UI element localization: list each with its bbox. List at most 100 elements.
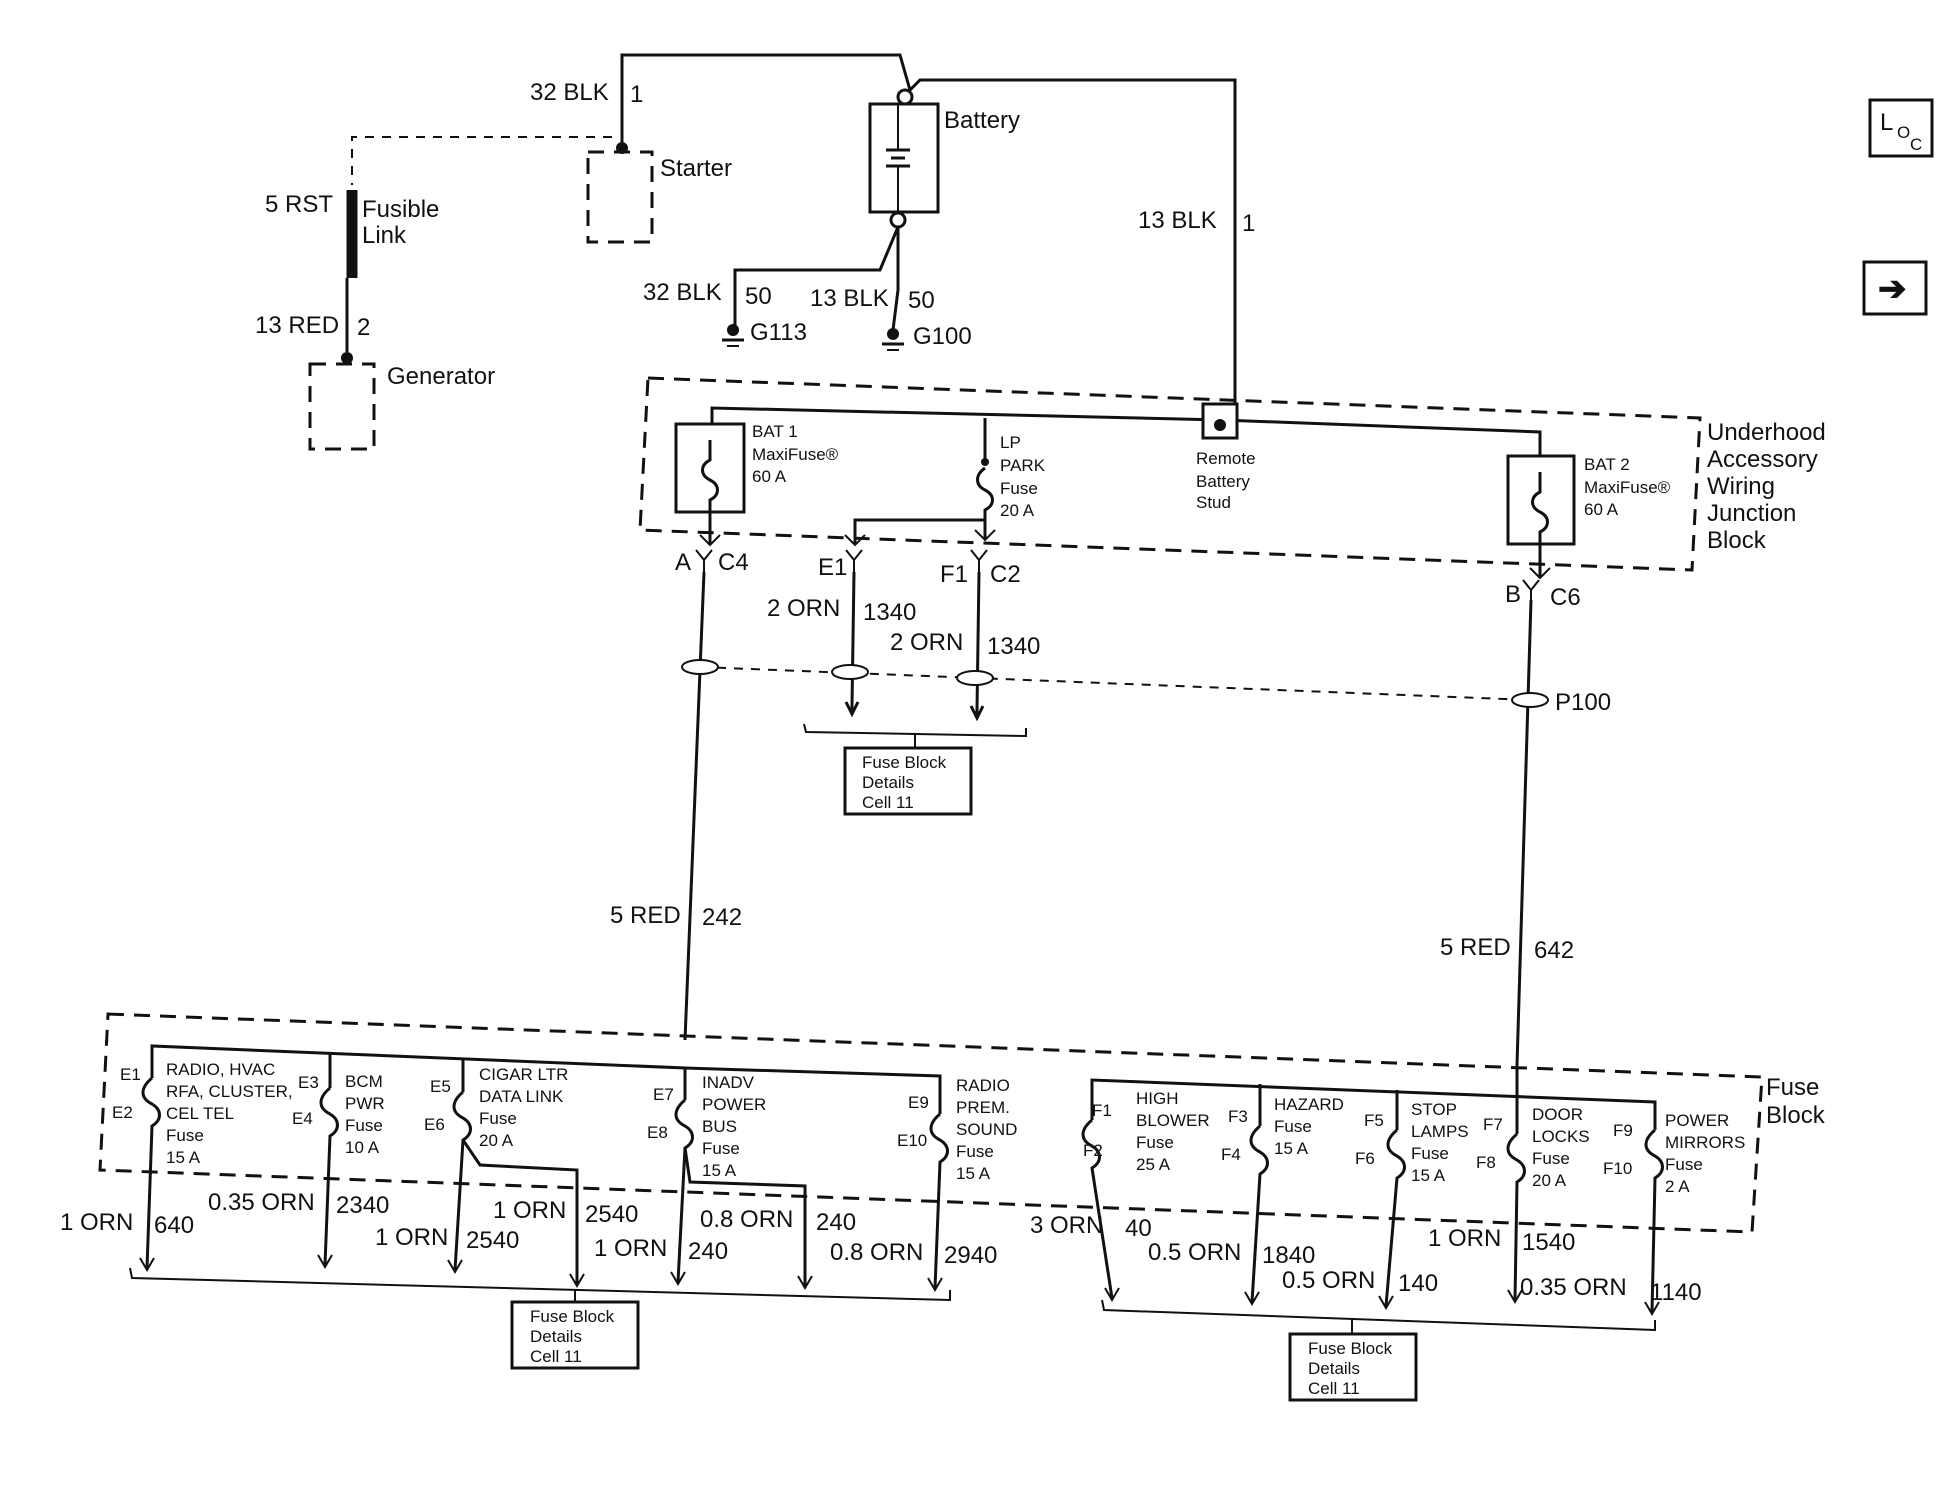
- svg-text:15 A: 15 A: [702, 1161, 737, 1180]
- g113-label: G113: [750, 319, 807, 346]
- bat1-maxifuse-box: [674, 422, 746, 514]
- underhood-title-4: Junction: [1707, 500, 1796, 527]
- circuit-1340-b-label: 1340: [987, 633, 1040, 660]
- arrow-right-icon: ➔: [1878, 270, 1907, 308]
- svg-text:F5: F5: [1364, 1111, 1384, 1130]
- svg-text:E2: E2: [112, 1103, 133, 1122]
- svg-text:INADV: INADV: [702, 1073, 755, 1092]
- bat2-label-3: 60 A: [1584, 500, 1619, 519]
- wire-13red-label: 13 RED: [255, 312, 339, 339]
- fuse-block-outline: [98, 1012, 1764, 1234]
- svg-text:POWER: POWER: [702, 1095, 766, 1114]
- ground-g113-icon: [722, 324, 744, 347]
- fuse-cigar-ltr: E5 E6 CIGAR LTR DATA LINK Fuse 20 A: [424, 1065, 568, 1150]
- svg-text:E6: E6: [424, 1115, 445, 1134]
- details-left-line-1: Fuse Block: [530, 1307, 615, 1326]
- svg-text:E9: E9: [908, 1093, 929, 1112]
- underhood-title-3: Wiring: [1707, 473, 1775, 500]
- svg-text:LOCKS: LOCKS: [1532, 1127, 1590, 1146]
- fuse-radio-prem-sound: E9 E10 RADIO PREM. SOUND Fuse 15 A: [897, 1076, 1017, 1183]
- fusible-link-label-1: Fusible: [362, 196, 439, 223]
- underhood-title-5: Block: [1707, 527, 1767, 554]
- generator-box: [308, 362, 376, 451]
- svg-text:RADIO, HVAC: RADIO, HVAC: [166, 1060, 275, 1079]
- battery-positive-wire: [620, 53, 1237, 420]
- connector-c2-label: C2: [990, 561, 1021, 588]
- svg-text:3 ORN: 3 ORN: [1030, 1212, 1103, 1239]
- generator-label: Generator: [387, 363, 495, 390]
- svg-text:E1: E1: [120, 1065, 141, 1084]
- details-top-line-3: Cell 11: [862, 793, 914, 812]
- svg-text:F1: F1: [1092, 1101, 1112, 1120]
- fuse-bcm-pwr: E3 E4 BCM PWR Fuse 10 A: [292, 1072, 385, 1157]
- svg-text:RFA, CLUSTER,: RFA, CLUSTER,: [166, 1082, 293, 1101]
- fuse-block-bus-right: [1090, 1078, 1657, 1130]
- svg-text:F4: F4: [1221, 1145, 1241, 1164]
- svg-text:Fuse: Fuse: [479, 1109, 517, 1128]
- starter-dashed-link: [351, 136, 612, 185]
- underhood-title-2: Accessory: [1707, 446, 1818, 473]
- wire-arrowheads: [139, 1254, 1660, 1316]
- svg-text:15 A: 15 A: [166, 1148, 201, 1167]
- svg-text:Fuse: Fuse: [702, 1139, 740, 1158]
- g100-pin-50-label: 50: [908, 287, 935, 314]
- circuit-242-label: 242: [702, 904, 742, 931]
- p100-dashed-line: [699, 666, 1531, 701]
- svg-text:0.5 ORN: 0.5 ORN: [1282, 1267, 1375, 1294]
- details-left-line-3: Cell 11: [530, 1347, 582, 1366]
- next-page-button[interactable]: ➔: [1862, 260, 1928, 316]
- bat1-label-2: MaxiFuse®: [752, 445, 839, 464]
- battery-negative-terminal: [889, 211, 907, 229]
- ground-g100-icon: [882, 328, 904, 351]
- svg-text:40: 40: [1125, 1215, 1152, 1242]
- svg-text:2340: 2340: [336, 1192, 389, 1219]
- connector-e1-label: E1: [818, 554, 847, 581]
- lp-park-fuse-symbol: [976, 466, 994, 540]
- wire-32blk-starter-label: 32 BLK: [530, 79, 609, 106]
- svg-text:E10: E10: [897, 1131, 927, 1150]
- connector-b-label: B: [1505, 581, 1521, 608]
- svg-text:CIGAR LTR: CIGAR LTR: [479, 1065, 568, 1084]
- details-right-line-3: Cell 11: [1308, 1379, 1360, 1398]
- svg-text:0.8 ORN: 0.8 ORN: [700, 1206, 793, 1233]
- fusible-link-label-2: Link: [362, 222, 407, 249]
- fuse-block-details-box-top: [843, 746, 973, 816]
- svg-text:F7: F7: [1483, 1115, 1503, 1134]
- svg-text:PWR: PWR: [345, 1094, 385, 1113]
- location-button-letter-o: O: [1897, 123, 1910, 142]
- svg-text:20 A: 20 A: [479, 1131, 514, 1150]
- details-right-line-2: Details: [1308, 1359, 1360, 1378]
- svg-text:Fuse: Fuse: [1411, 1144, 1449, 1163]
- svg-text:CEL TEL: CEL TEL: [166, 1104, 234, 1123]
- svg-text:15 A: 15 A: [1274, 1139, 1309, 1158]
- location-button[interactable]: L O C: [1868, 98, 1934, 158]
- wire-32blk-g113-label: 32 BLK: [643, 279, 722, 306]
- bat2-maxifuse-box: [1506, 454, 1576, 546]
- battery-positive-terminal: [896, 88, 914, 106]
- svg-text:Fuse: Fuse: [1532, 1149, 1570, 1168]
- svg-text:DOOR: DOOR: [1532, 1105, 1583, 1124]
- svg-text:LAMPS: LAMPS: [1411, 1122, 1469, 1141]
- battery-label: Battery: [944, 107, 1020, 134]
- svg-text:240: 240: [816, 1209, 856, 1236]
- lp-park-label-3: Fuse: [1000, 479, 1038, 498]
- g113-pin-50-label: 50: [745, 283, 772, 310]
- p100-splice-icon: [681, 659, 1549, 708]
- svg-text:2 A: 2 A: [1665, 1177, 1690, 1196]
- bat1-label-3: 60 A: [752, 467, 787, 486]
- remote-battery-stud-point: [1214, 419, 1226, 431]
- p100-label: P100: [1555, 689, 1611, 716]
- fuse-hazard: F3 F4 HAZARD Fuse 15 A: [1221, 1095, 1344, 1164]
- svg-text:HAZARD: HAZARD: [1274, 1095, 1344, 1114]
- svg-text:10 A: 10 A: [345, 1138, 380, 1157]
- fuse-symbols-right: [1081, 1118, 1664, 1313]
- fuse-block-details-box-left: [510, 1300, 640, 1370]
- fuse-high-blower: F1 F2 HIGH BLOWER Fuse 25 A: [1083, 1089, 1210, 1174]
- svg-text:F9: F9: [1613, 1121, 1633, 1140]
- svg-text:BUS: BUS: [702, 1117, 737, 1136]
- ground-wire-g113: [733, 226, 900, 330]
- lp-park-label-2: PARK: [1000, 456, 1046, 475]
- circuit-642-label: 642: [1534, 937, 1574, 964]
- wire-5rst-label: 5 RST: [265, 191, 333, 218]
- svg-text:E3: E3: [298, 1073, 319, 1092]
